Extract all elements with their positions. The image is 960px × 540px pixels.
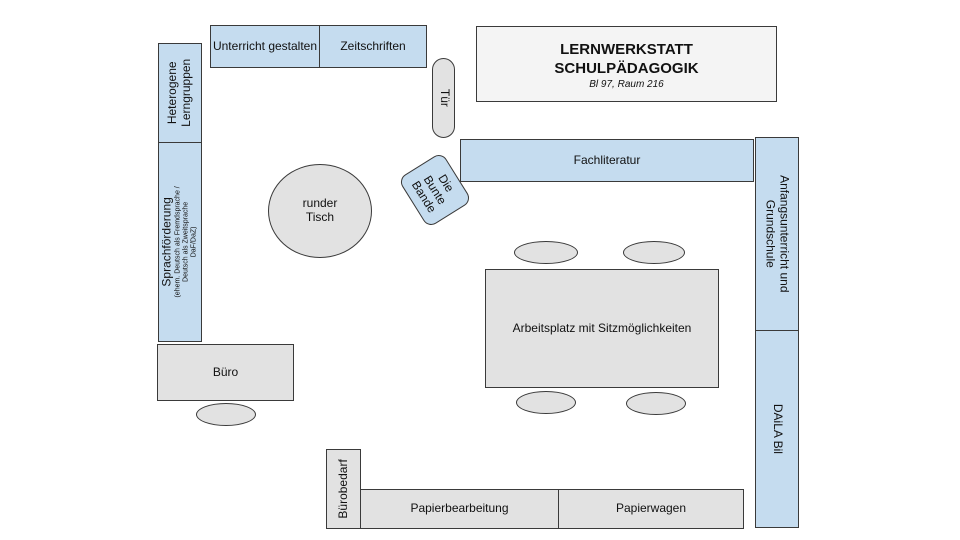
shelf-zeitschriften: Zeitschriften <box>319 25 427 68</box>
shelf-fachliteratur-label: Fachliteratur <box>573 152 641 167</box>
chair-workplace-bottom-left <box>516 391 576 414</box>
room-location: Bl 97, Raum 216 <box>589 79 664 90</box>
station-papierwagen-label: Papierwagen <box>615 501 687 516</box>
chair-workplace-top-right <box>623 241 685 264</box>
workplace-table-label: Arbeitsplatz mit Sitzmöglichkeiten <box>512 320 692 335</box>
shelf-anfang-label: Anfangsunterricht und Grundschule <box>763 175 792 293</box>
shelf-daila-label: DAiLA Bil <box>770 403 785 455</box>
station-papierbearbeitung: Papierbearbeitung <box>360 489 559 529</box>
anfang-line-1: Anfangsunterricht und <box>777 175 792 293</box>
cabinet-buerobedarf-label: Bürobedarf <box>335 459 350 519</box>
shelf-fachliteratur: Fachliteratur <box>460 139 754 182</box>
round-table: runder Tisch <box>268 164 372 258</box>
shelf-anfangsunterricht: Anfangsunterricht und Grundschule <box>755 137 799 331</box>
workplace-table: Arbeitsplatz mit Sitzmöglichkeiten <box>485 269 719 388</box>
chair-workplace-bottom-right <box>626 392 686 415</box>
shelf-heterogene-lerngruppen: Heterogene Lerngruppen <box>158 43 202 143</box>
round-table-label: runder Tisch <box>302 196 338 225</box>
station-papierbearbeitung-label: Papierbearbeitung <box>410 501 509 516</box>
shelf-daila-bil: DAiLA Bil <box>755 330 799 528</box>
cabinet-buerobedarf: Bürobedarf <box>326 449 361 529</box>
door-tuer: Tür <box>432 58 455 138</box>
shelf-unterricht-label: Unterricht gestalten <box>212 38 318 53</box>
anfang-line-2: Grundschule <box>764 199 779 269</box>
shelf-sprach-label: Sprachförderung (ehem. Deutsch als Fremd… <box>160 186 199 298</box>
title-line-1: LERNWERKSTATT <box>560 41 693 58</box>
sprach-sub-1: (ehem. Deutsch als Fremdsprache / <box>174 186 182 298</box>
desk-buero: Büro <box>157 344 294 401</box>
sprach-sub-3: DaF/DaZ) <box>190 226 198 258</box>
heterogene-line-1: Heterogene <box>165 61 180 125</box>
room-title-box: LERNWERKSTATT SCHULPÄDAGOGIK Bl 97, Raum… <box>476 26 777 102</box>
round-table-line-1: runder <box>302 196 338 211</box>
chair-buero <box>196 403 256 426</box>
heterogene-line-2: Lerngruppen <box>179 58 193 128</box>
round-table-line-2: Tisch <box>305 210 335 224</box>
shelf-sprachfoerderung: Sprachförderung (ehem. Deutsch als Fremd… <box>158 142 202 342</box>
shelf-heterogene-label: Heterogene Lerngruppen <box>165 58 194 128</box>
sprach-main-label: Sprachförderung <box>160 197 175 287</box>
shelf-zeitschriften-label: Zeitschriften <box>340 38 406 53</box>
chair-workplace-top-left <box>514 241 578 264</box>
station-papierwagen: Papierwagen <box>558 489 744 529</box>
sprach-sub-2: Deutsch als Zweitsprache <box>182 201 190 283</box>
shelf-unterricht-gestalten: Unterricht gestalten <box>210 25 320 68</box>
desk-buero-label: Büro <box>212 364 239 379</box>
door-label: Tür <box>437 88 452 107</box>
bunte-bande-label: Die Bunte Bande <box>409 165 460 215</box>
title-line-2: SCHULPÄDAGOGIK <box>554 60 699 77</box>
